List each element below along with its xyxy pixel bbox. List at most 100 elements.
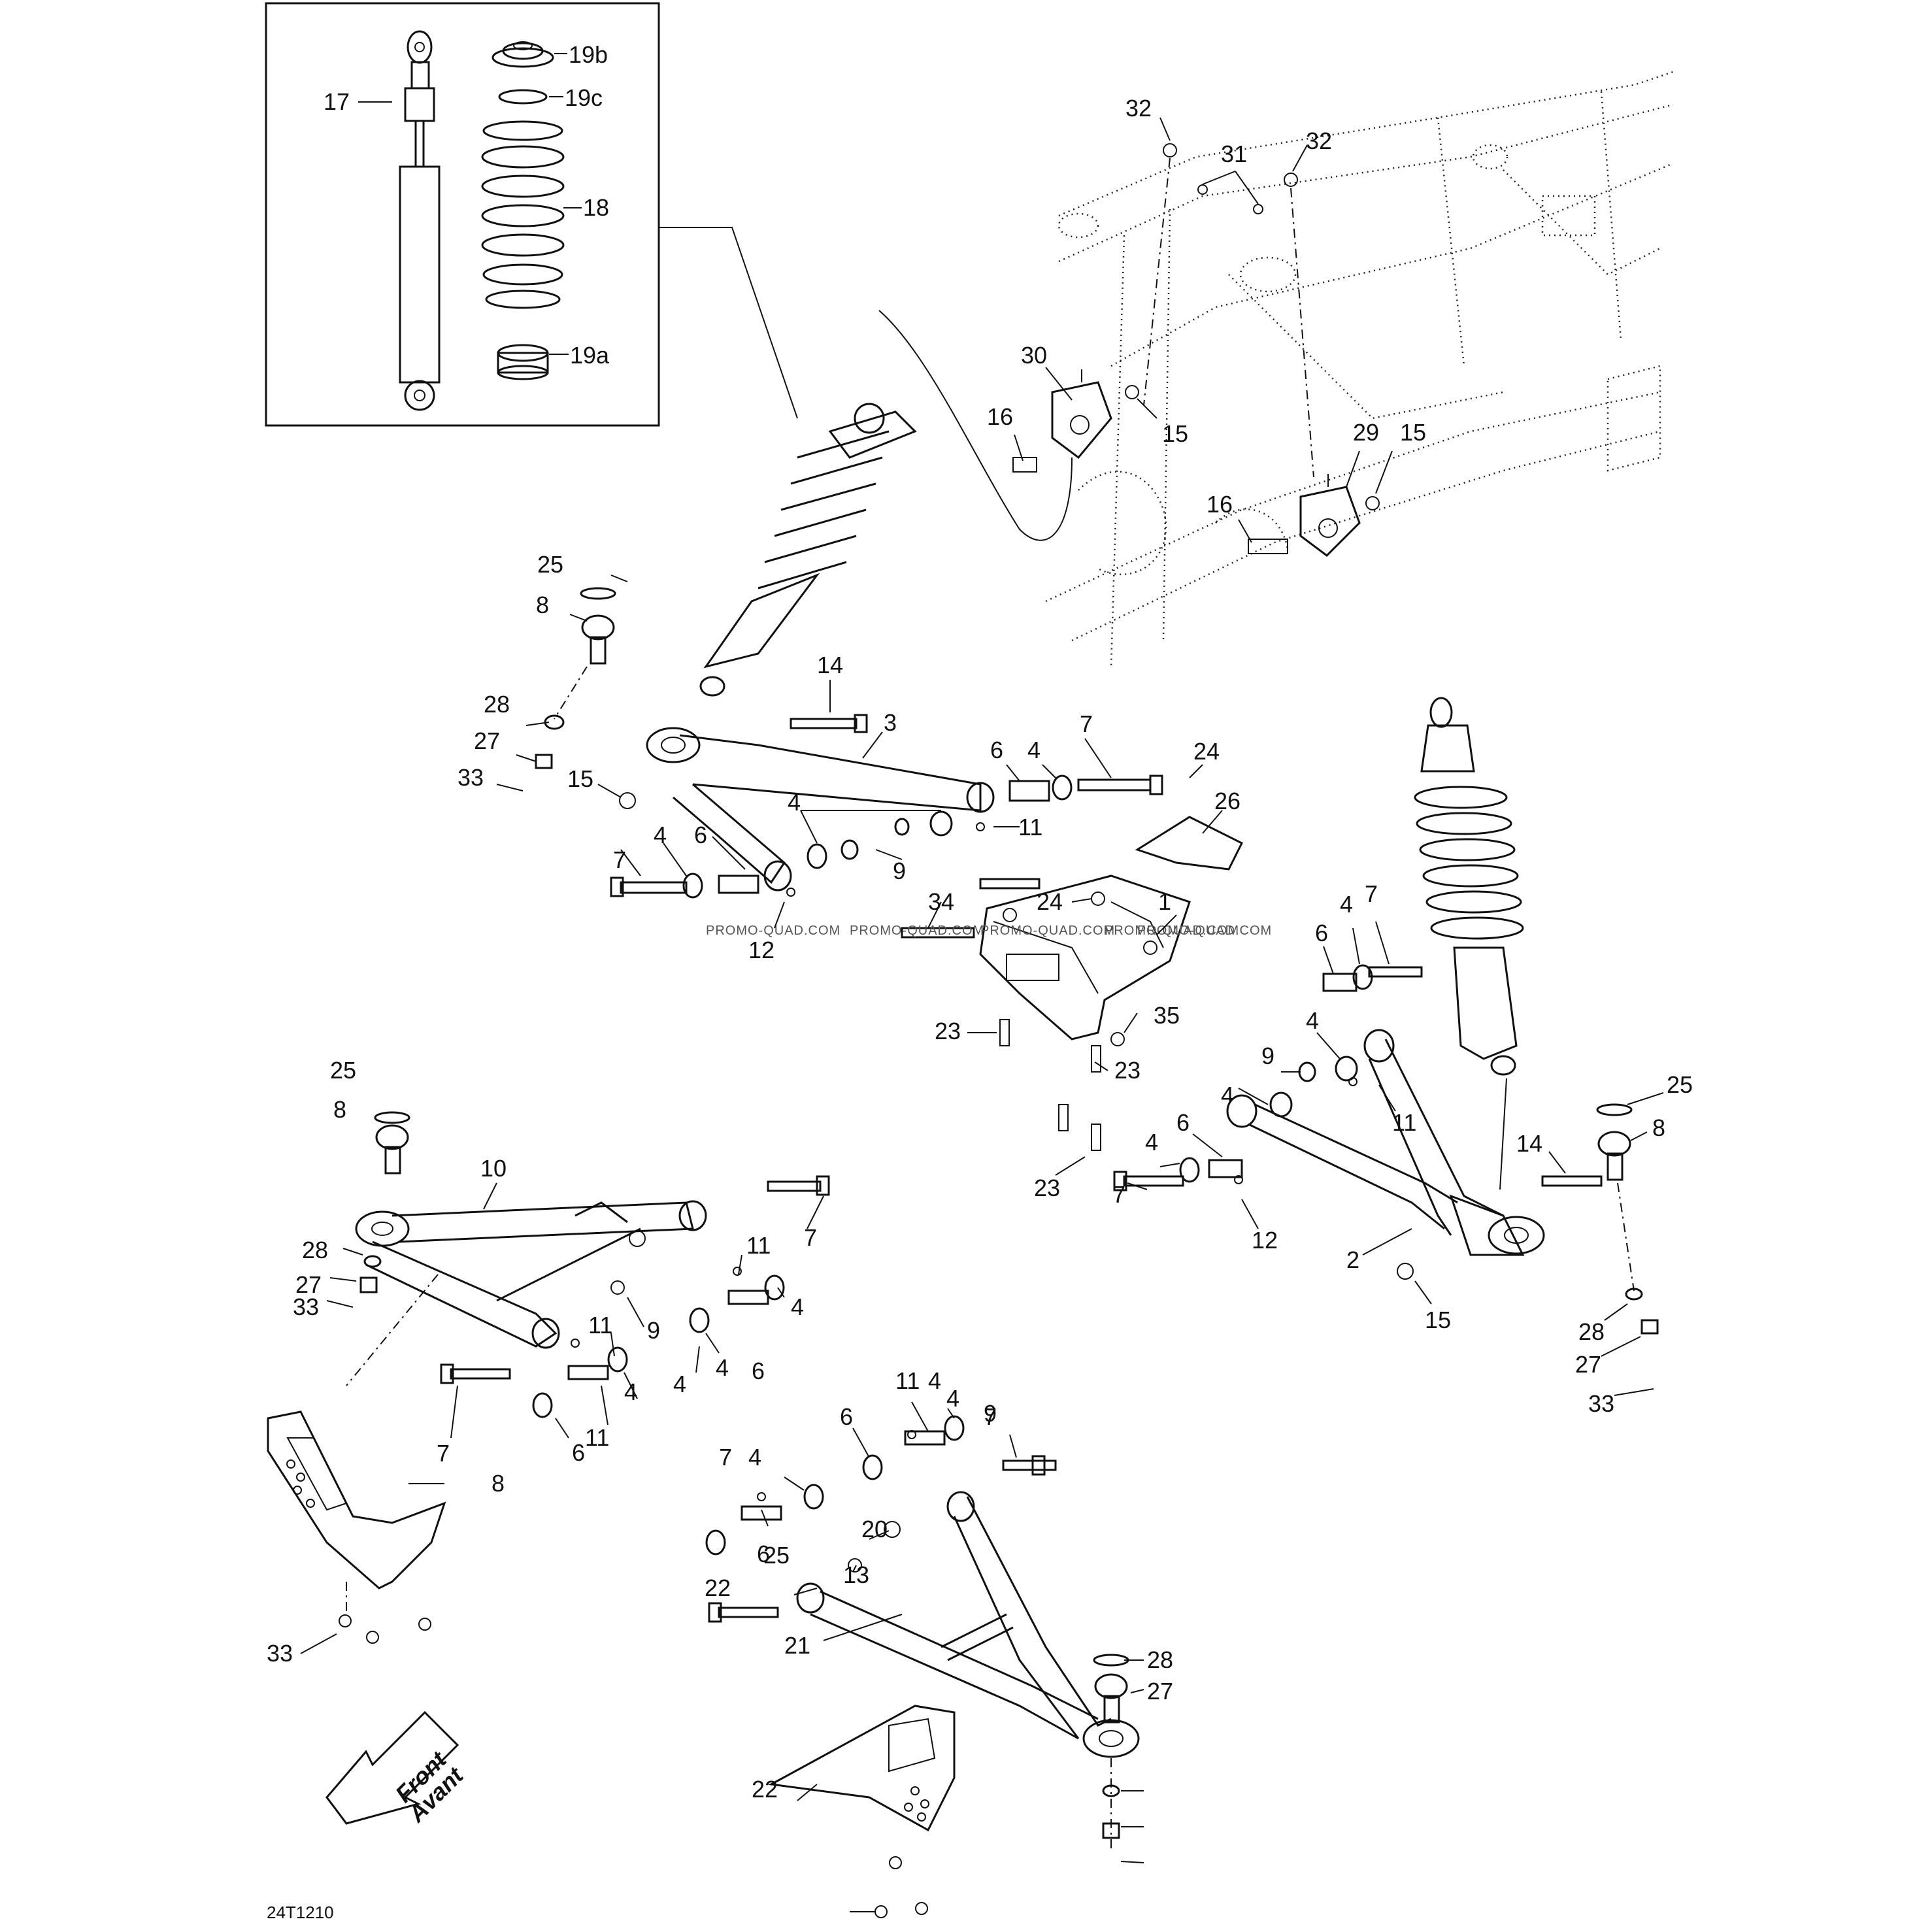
callout: 6 (1315, 920, 1328, 946)
callout: 4 (1027, 737, 1041, 763)
callout: 9 (893, 858, 906, 884)
skid-plate-21 (768, 1705, 956, 1918)
callout: 11 (1392, 1109, 1416, 1136)
callout: 7 (719, 1444, 732, 1471)
skid-plate-26 (1135, 816, 1244, 871)
callout: 11 (585, 1424, 609, 1451)
callout: 7 (804, 1224, 817, 1251)
callout: 21 (784, 1632, 810, 1659)
figure-reference: 24T1210 (267, 1903, 334, 1922)
callout: 22 (752, 1776, 778, 1803)
callout: 11 (588, 1312, 612, 1339)
callout: 4 (654, 822, 667, 848)
callout: 33 (293, 1293, 319, 1320)
callout: 23 (1034, 1174, 1060, 1201)
callout: 28 (1578, 1318, 1605, 1345)
bracket-1 (979, 874, 1191, 1041)
callout: 25 (1667, 1071, 1693, 1098)
callout: 22 (705, 1574, 731, 1601)
callout: 7 (1080, 710, 1093, 737)
callout: 7 (613, 846, 626, 873)
callout: 4 (791, 1293, 804, 1320)
callout: 28 (484, 691, 510, 718)
callout: 32 (1306, 127, 1332, 154)
callout: 27 (1575, 1351, 1601, 1378)
callout: 27 (474, 727, 500, 754)
shock-right (1414, 697, 1524, 1190)
a-arm-13 (796, 1491, 1140, 1758)
callout: 7 (437, 1440, 450, 1467)
callout: 28 (302, 1237, 328, 1263)
callout: 14 (1516, 1130, 1542, 1157)
callout: 16 (987, 403, 1013, 430)
callout: 11 (895, 1367, 920, 1394)
frame (1045, 71, 1674, 667)
callout: 24 (1037, 888, 1063, 915)
callout: 4 (1145, 1129, 1158, 1156)
callout: 32 (1125, 95, 1152, 122)
leaders (300, 117, 1664, 1912)
callout: 4 (1221, 1082, 1234, 1108)
callout: 33 (1588, 1390, 1614, 1417)
callout: 25 (330, 1057, 356, 1084)
callout: 9 (1261, 1042, 1274, 1069)
callout: 6 (990, 737, 1003, 763)
callout: 6 (752, 1357, 765, 1384)
callout: 12 (748, 937, 774, 963)
skid-plate-20 (267, 1410, 446, 1644)
callout: 33 (267, 1640, 293, 1667)
callout: 4 (928, 1367, 941, 1394)
lower-right-hardware (705, 1415, 1129, 1850)
callout: 29 (1353, 419, 1379, 446)
watermark: PROMO-QUAD.COM (850, 924, 984, 938)
callout: 12 (1252, 1227, 1278, 1254)
callout: 8 (333, 1096, 346, 1123)
callout: 6 (1176, 1109, 1190, 1136)
callout: 15 (1162, 420, 1188, 447)
lower-left-hardware (359, 1111, 830, 1418)
shock-left (699, 403, 917, 697)
callout: 19b (569, 41, 608, 68)
callout: 27 (295, 1271, 322, 1298)
shock-inset: 17 19b 19c 18 19a (265, 2, 660, 427)
callout: 6 (694, 822, 707, 848)
callout: 9 (647, 1317, 660, 1344)
callout: 16 (1207, 491, 1233, 518)
callout: 3 (884, 709, 897, 736)
callout: 11 (746, 1232, 771, 1259)
callout: 8 (536, 591, 549, 618)
callout: 34 (928, 888, 954, 915)
callout: 4 (946, 1385, 959, 1412)
upper-left-hardware (535, 587, 1163, 899)
watermark: PROMO-QUAD.COM (1137, 924, 1272, 938)
callout: 28 (1147, 1646, 1173, 1673)
callout: 4 (716, 1354, 729, 1381)
bracket-29 (1248, 474, 1380, 557)
bracket-30 (1012, 369, 1139, 473)
callout: 25 (763, 1542, 790, 1569)
callout: 31 (1221, 141, 1247, 167)
callout: 15 (567, 765, 593, 792)
callout: 7 (984, 1403, 997, 1430)
callout: 4 (1306, 1007, 1319, 1034)
callout: 6 (757, 1541, 770, 1567)
a-arm-2 (1226, 1029, 1545, 1256)
callout: 25 (537, 551, 563, 578)
callout: 18 (583, 194, 609, 221)
a-arm-10 (346, 1200, 707, 1386)
callout: 23 (935, 1018, 961, 1044)
callout: 20 (861, 1516, 888, 1542)
watermark: PROMO-QUAD.COM (980, 924, 1115, 938)
callout: 1 (1158, 888, 1171, 915)
callout: 10 (480, 1155, 507, 1182)
callout: 14 (817, 652, 843, 678)
callout: 4 (673, 1371, 686, 1397)
callout: 33 (458, 764, 484, 791)
callout: 24 (1193, 738, 1220, 765)
callout: 15 (1400, 419, 1426, 446)
upper-right-hardware (1113, 964, 1659, 1335)
a-arm-3 (646, 727, 995, 891)
callout: 35 (1154, 1002, 1180, 1029)
callout: 15 (1425, 1307, 1451, 1333)
callout: 17 (324, 88, 350, 115)
